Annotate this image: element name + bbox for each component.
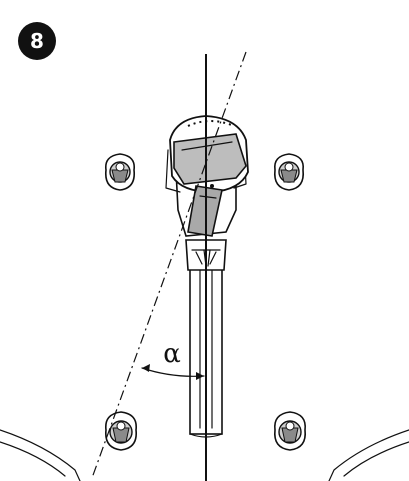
step-number: 8 <box>30 29 44 53</box>
angle-label: α <box>163 339 181 369</box>
tilted-axis-line <box>91 51 247 479</box>
mounting-hole-top-right <box>273 153 305 191</box>
angle-arrow-left-icon <box>142 364 150 372</box>
step-badge: 8 <box>18 22 56 60</box>
base-plate-outline <box>0 429 409 481</box>
mounting-hole-bottom-right <box>273 411 307 451</box>
mounting-hole-top-left <box>104 153 136 191</box>
mounting-hole-bottom-left <box>104 411 138 451</box>
angle-indicator: α <box>141 339 205 380</box>
step-badge-circle <box>18 22 56 60</box>
angle-arrow-right-icon <box>196 372 204 380</box>
